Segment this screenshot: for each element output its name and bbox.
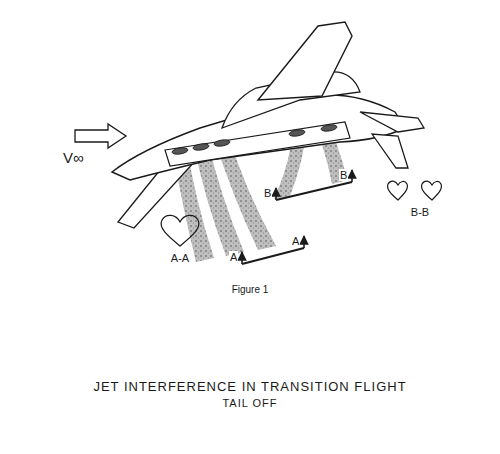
section-line-b bbox=[276, 170, 352, 200]
section-letter: B bbox=[339, 169, 348, 181]
section-line-a bbox=[242, 236, 304, 264]
section-letter: A bbox=[291, 235, 300, 247]
section-letter: A bbox=[229, 251, 238, 263]
section-name: B-B bbox=[410, 206, 430, 218]
figure-caption: Figure 1 bbox=[231, 284, 270, 295]
title-text: JET INTERFERENCE IN TRANSITION FLIGHT bbox=[92, 380, 407, 394]
vortex-sections bbox=[161, 181, 441, 246]
section-letter: B bbox=[263, 187, 272, 199]
section-name: A-A bbox=[170, 252, 190, 264]
velocity-label: V∞ bbox=[62, 150, 85, 167]
subtitle-text: TAIL OFF bbox=[221, 397, 278, 409]
freestream-arrow bbox=[75, 124, 126, 148]
wing bbox=[258, 22, 352, 100]
